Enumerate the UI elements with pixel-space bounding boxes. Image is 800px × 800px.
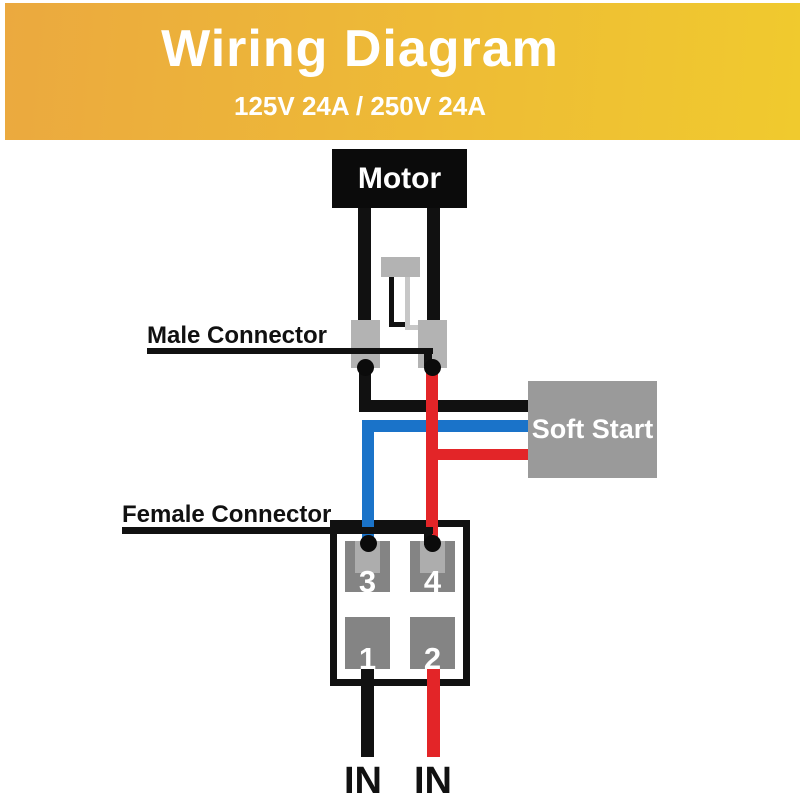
protector-lead-black-vertical	[389, 275, 394, 327]
female-connector-label: Female Connector	[122, 501, 332, 528]
soft-start-label: Soft Start	[531, 414, 654, 444]
protector-lead-black-horizontal	[389, 322, 407, 327]
input-wire-black	[361, 665, 374, 757]
male-terminal-dot-left	[357, 359, 374, 376]
terminal-3-dot	[360, 535, 377, 552]
in-label-right: IN	[414, 760, 452, 800]
motor-label: Motor	[357, 161, 442, 195]
page-subtitle: 125V 24A / 250V 24A	[234, 91, 486, 121]
wire-blue-to-soft-start	[362, 420, 528, 432]
wire-blue-vertical	[362, 420, 374, 545]
input-wire-red	[427, 665, 440, 757]
terminal-2: 2	[410, 617, 455, 674]
terminal-4-dot	[424, 535, 441, 552]
page-title: Wiring Diagram	[161, 20, 559, 78]
wire-red-to-soft-start	[426, 449, 528, 460]
female-connector-pointer-line	[122, 527, 433, 534]
protector-lead-gray-vertical	[405, 275, 410, 330]
motor-wire-left	[358, 205, 371, 325]
terminal-4: 4	[410, 541, 455, 597]
motor-wire-right	[427, 205, 440, 325]
wire-black-to-soft-start	[359, 400, 528, 412]
protector-lead-gray-horizontal	[405, 325, 420, 330]
male-terminal-dot-right	[424, 359, 441, 376]
in-label-left: IN	[344, 760, 382, 800]
terminal-2-number: 2	[423, 641, 442, 676]
terminal-1-number: 1	[358, 641, 377, 676]
terminal-1: 1	[345, 617, 390, 674]
terminal-4-number: 4	[423, 564, 442, 599]
male-connector-pointer-line	[147, 348, 433, 354]
soft-start-box: Soft Start	[528, 381, 657, 478]
thermal-protector-box	[381, 257, 420, 277]
header-banner: Wiring Diagram 125V 24A / 250V 24A	[5, 3, 800, 140]
motor-box: Motor	[332, 149, 467, 208]
male-connector-label: Male Connector	[147, 322, 328, 349]
terminal-3-number: 3	[358, 564, 377, 599]
